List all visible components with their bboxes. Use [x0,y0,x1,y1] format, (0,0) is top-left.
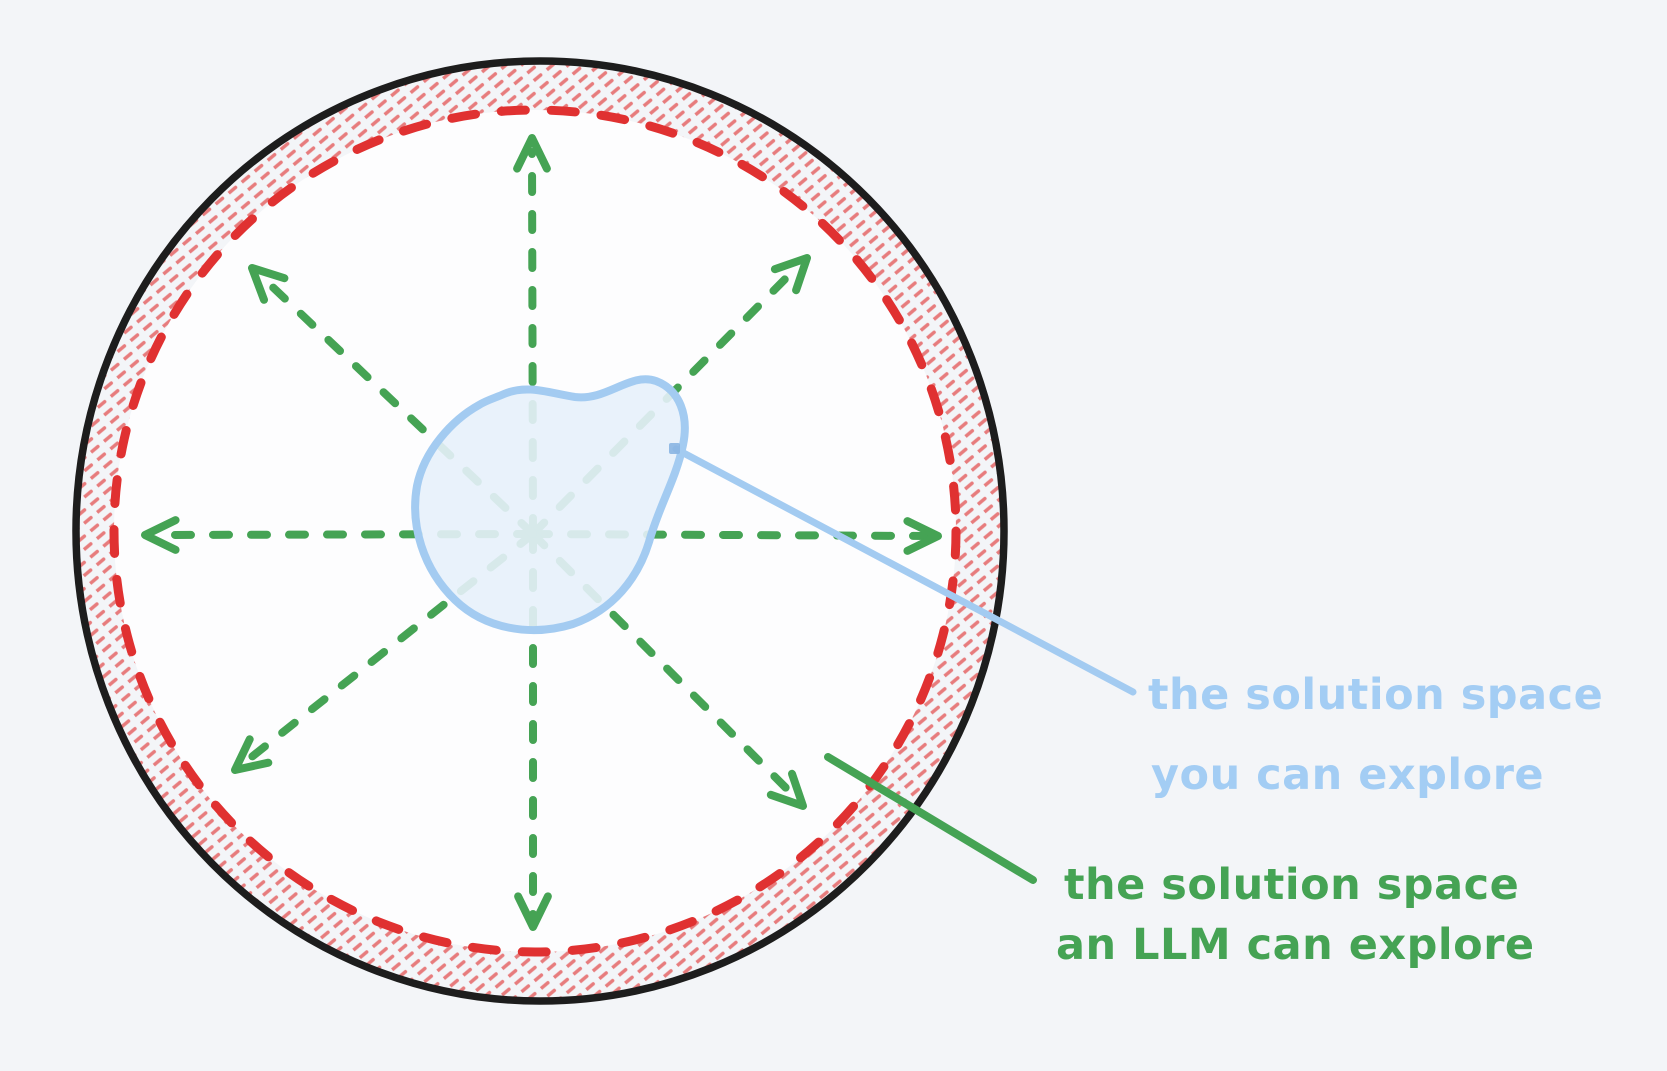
exploration-arrow-shaft-n [528,148,537,538]
llm-space-label-line2: an LLM can explore [1056,920,1535,970]
exploration-arrow-head-ne [770,254,811,295]
exploration-arrow-head-n [513,134,551,173]
blue-callout-line [672,445,1137,696]
exploration-arrow-shaft-e [529,530,930,540]
exploration-arrow-head-se [766,769,807,810]
exploration-arrow-shaft-nw [257,272,537,538]
exploration-arrow-head-sw [231,735,273,774]
exploration-arrow-shaft-w [153,530,537,539]
green-callout-line [824,753,1037,884]
exploration-arrow-head-nw [248,264,289,304]
llm-space-label-line1: the solution space [1064,860,1520,910]
exploration-arrow-head-w [141,516,180,554]
human-space-label-line1: the solution space [1148,670,1604,720]
human-solution-space-blob [411,375,689,634]
exploration-arrow-shaft-sw [240,530,537,767]
exploration-arrow-shaft-se [529,530,799,801]
blue-callout-anchor-dot [669,443,680,454]
exploration-arrow-head-s [514,892,552,931]
exploration-arrow-head-e [903,517,942,555]
human-space-label-line2: you can explore [1151,750,1545,800]
